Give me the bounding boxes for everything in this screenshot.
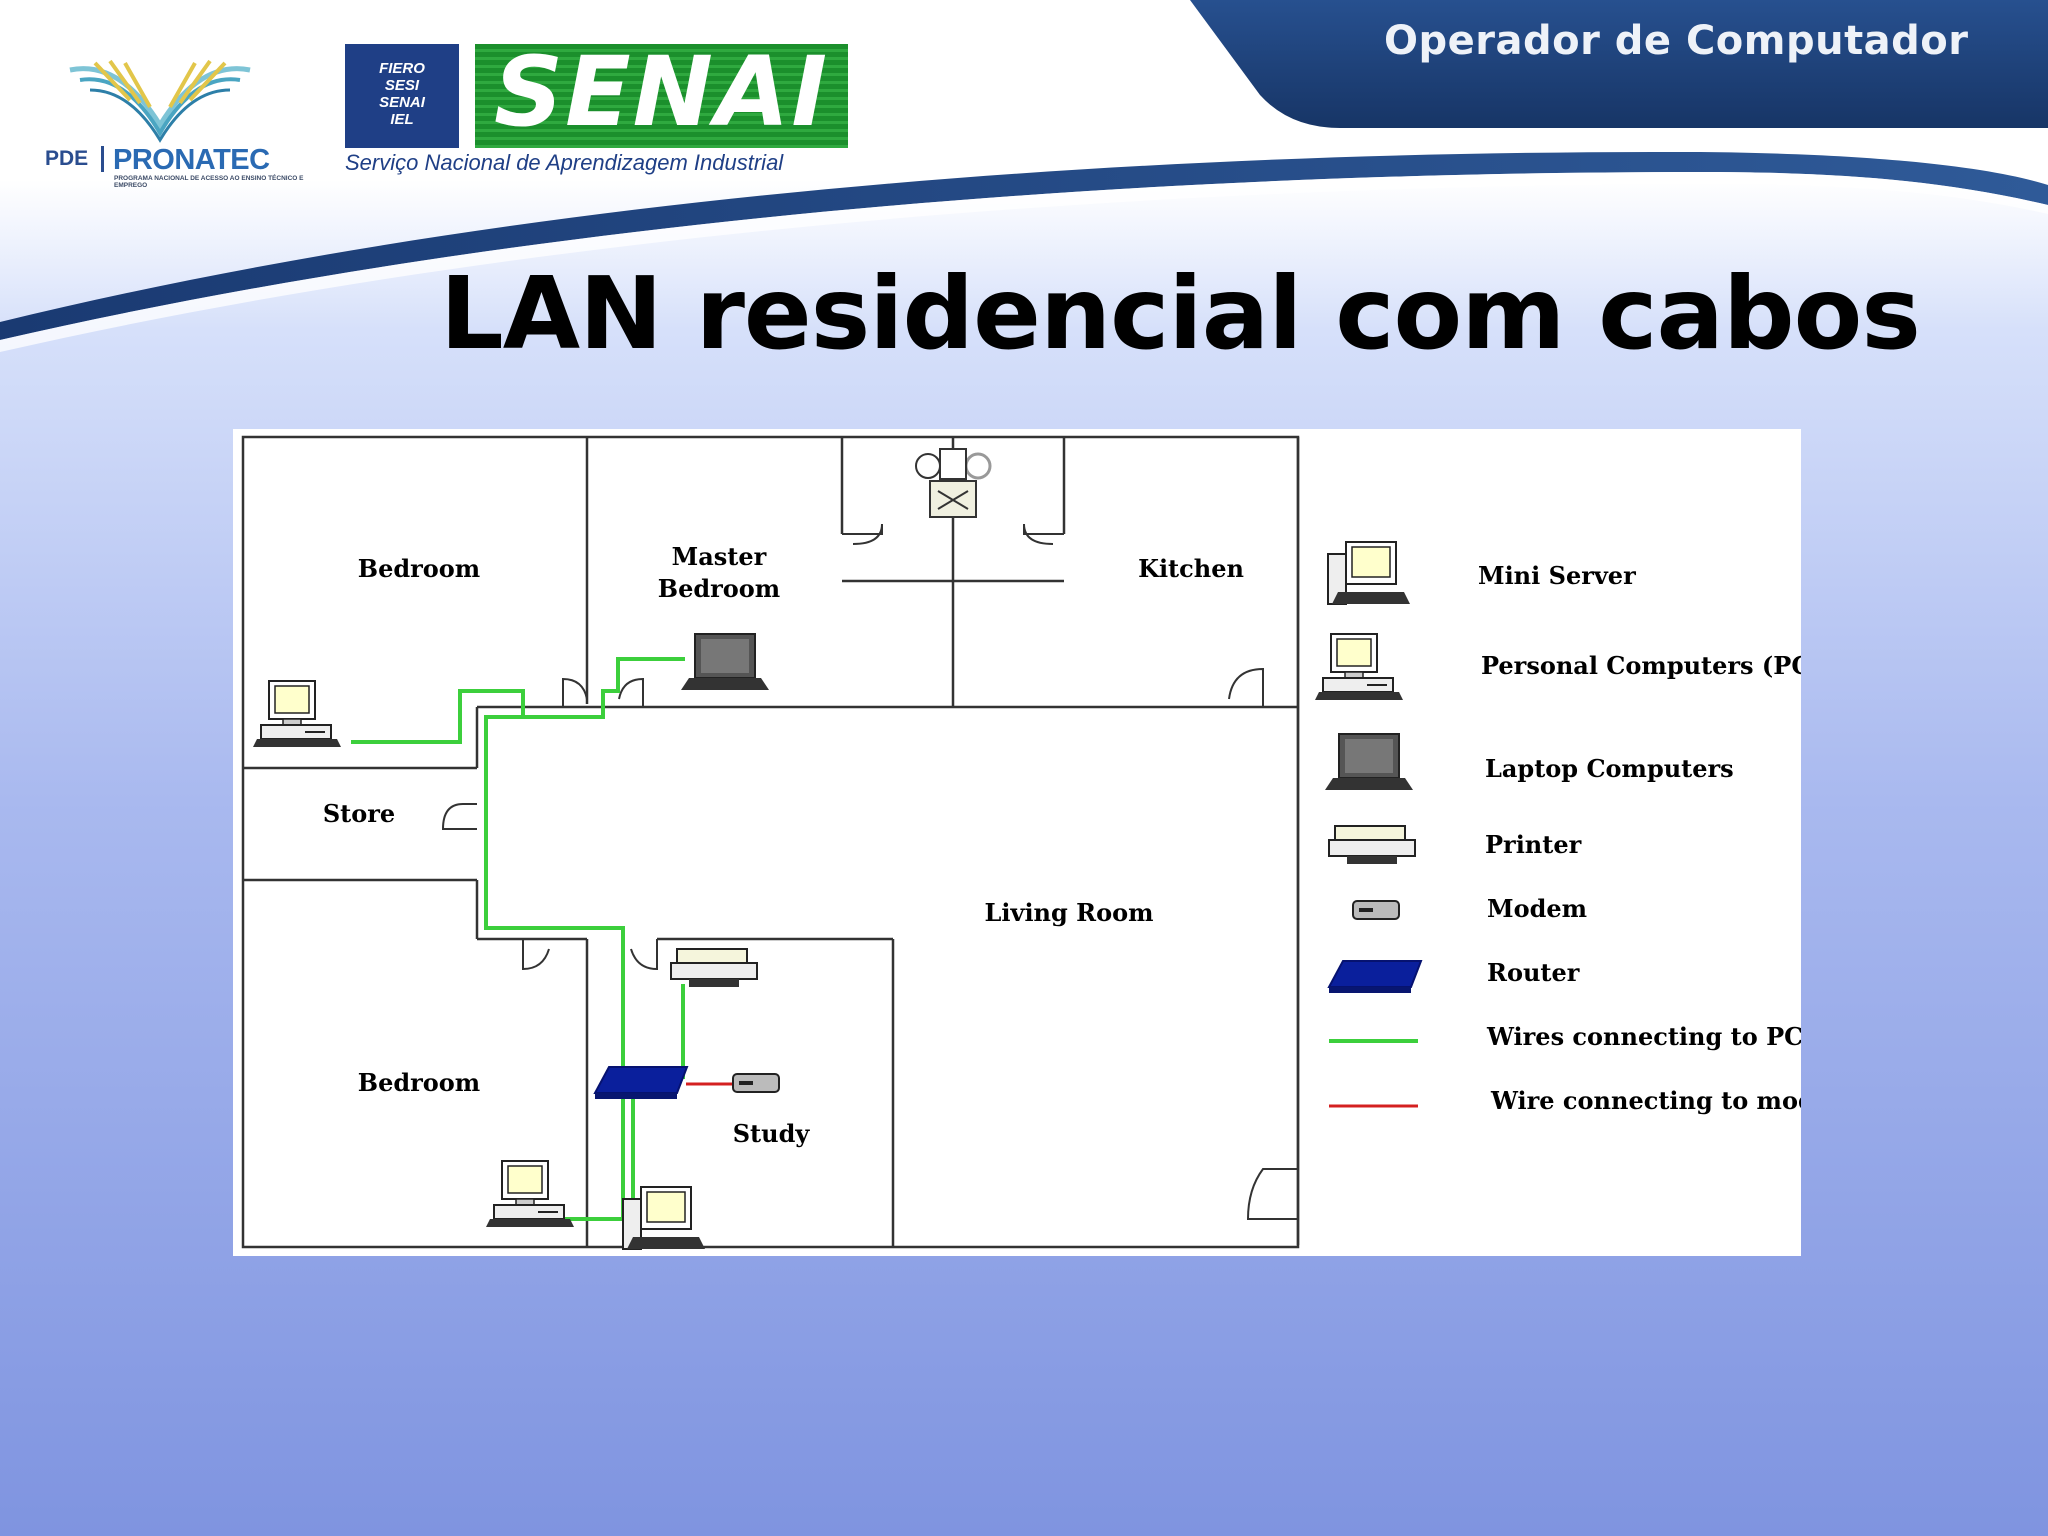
legend-pc-icon [1314,633,1404,701]
legend-label-router: Router [1487,958,1580,987]
legend-label-laptops: Laptop Computers [1485,754,1734,783]
room-label-living-room: Living Room [985,898,1154,927]
header-background [0,0,2048,352]
legend-modem-icon [1352,900,1400,920]
fiero-line: FIERO [379,60,425,77]
pronatec-logo: PDE PRONATEC PROGRAMA NACIONAL DE ACESSO… [40,55,303,195]
iel-line: IEL [390,111,414,128]
bedroom-top-pc-icon [252,680,342,748]
slide-title: LAN residencial com cabos [440,255,1921,372]
logo-divider [101,146,104,172]
floor-plan-diagram: Bedroom Master Bedroom Kitchen Store Liv… [241,435,1801,1250]
fiero-box: FIERO SESI SENAI IEL [345,44,459,148]
legend-laptop-icon [1324,733,1414,791]
room-label-study: Study [733,1119,811,1148]
senai-line: SENAI [379,94,425,111]
study-mini-server-icon [622,1186,706,1250]
study-printer-icon [670,948,758,988]
legend-label-modem-wire: Wire connecting to modem [1490,1086,1801,1115]
course-title: Operador de Computador [1384,18,1969,64]
legend-label-pcs: Personal Computers (PCs) [1481,651,1801,680]
senai-wordmark-text: SENAI [493,44,830,148]
senai-subtitle: Serviço Nacional de Aprendizagem Industr… [345,150,784,175]
pronatec-label: PRONATEC [113,144,270,176]
legend-router-icon [1328,960,1422,994]
sesi-line: SESI [384,77,420,94]
legend-label-printer: Printer [1485,830,1582,859]
pc-wires [351,657,685,1221]
master-bedroom-laptop-icon [680,633,770,691]
pde-label: PDE [45,147,89,170]
legend-mini-server-icon [1327,541,1411,605]
room-label-master-line1: Master [672,542,767,571]
study-modem-icon [732,1073,780,1093]
bedroom-bottom-pc-icon [485,1160,575,1228]
room-label-store: Store [323,799,395,828]
senai-wordmark: SENAI [475,44,848,148]
ceiling-fan-icon [915,448,992,518]
legend: Mini Server Personal Computers (PCs) Lap… [1314,541,1801,1115]
header-swoosh [0,151,2048,340]
diagram-panel: Bedroom Master Bedroom Kitchen Store Liv… [233,429,1801,1256]
legend-label-modem: Modem [1487,894,1587,923]
legend-printer-icon [1328,825,1416,865]
pronatec-tagline: PROGRAMA NACIONAL DE ACESSO AO ENSINO TÉ… [114,175,304,189]
room-label-bedroom-top: Bedroom [358,554,480,583]
legend-label-mini-server: Mini Server [1478,561,1636,590]
room-label-bedroom-bottom: Bedroom [358,1068,480,1097]
room-label-kitchen: Kitchen [1138,554,1244,583]
legend-label-pc-wires: Wires connecting to PCs [1486,1022,1801,1051]
study-router-icon [594,1066,688,1100]
room-label-master-line2: Bedroom [658,574,780,603]
header-tab-shape [1190,0,2048,128]
book-logo-icon [69,59,251,143]
senai-logo: FIERO SESI SENAI IEL SENAI Serviço Nacio… [345,44,855,179]
